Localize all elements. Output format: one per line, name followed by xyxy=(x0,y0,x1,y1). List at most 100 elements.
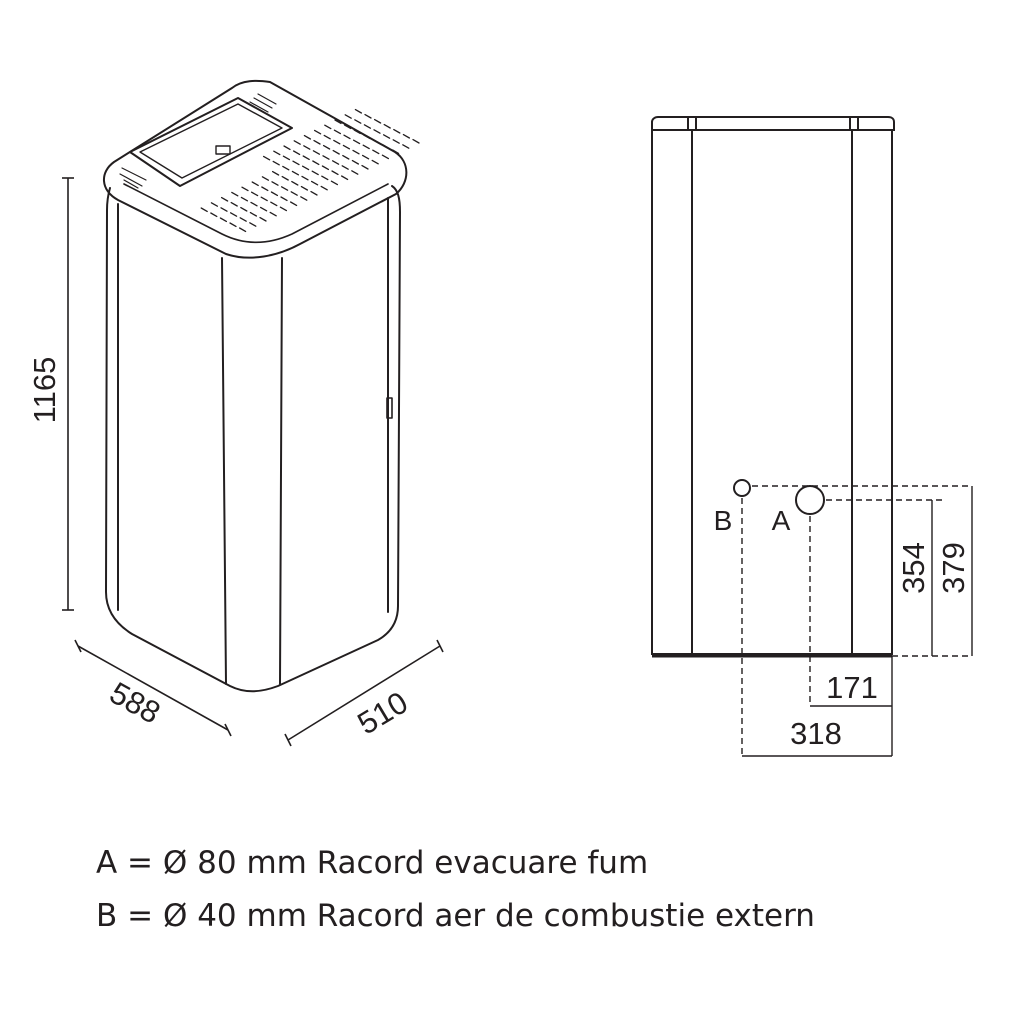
grille-slot xyxy=(240,206,248,212)
grille-slot xyxy=(210,202,219,207)
grille-slot xyxy=(290,191,298,196)
grille-slot xyxy=(371,159,379,165)
grille-slot xyxy=(312,150,321,155)
grille-slot xyxy=(210,212,218,218)
a-offset-dimension: 171 xyxy=(826,670,878,705)
top-vent-small xyxy=(249,93,277,113)
grille-slot xyxy=(239,217,247,222)
grille-slot xyxy=(343,134,351,140)
grille-slot xyxy=(351,159,360,165)
stove-body-outline xyxy=(105,185,401,693)
grille-slot xyxy=(322,144,331,150)
grille-slot xyxy=(261,176,270,181)
b-offset-dimension: 318 xyxy=(790,716,842,751)
top-vent-corner xyxy=(119,167,147,189)
grille-slot xyxy=(331,170,339,176)
isometric-view xyxy=(103,79,408,693)
grille-slot xyxy=(352,139,361,145)
depth-dimension: 588 xyxy=(104,675,166,731)
stove-top-outline xyxy=(103,79,408,259)
grille-slot xyxy=(259,216,267,222)
grille-slot xyxy=(280,186,289,191)
stove-top-rim xyxy=(123,183,389,244)
grille-slot xyxy=(382,134,391,139)
grille-slot xyxy=(343,124,352,130)
pellet-hopper-lid-inner xyxy=(139,103,283,179)
grille-slot xyxy=(362,144,370,150)
grille-slot xyxy=(219,217,228,223)
grille-slot xyxy=(300,196,308,201)
grille-slot xyxy=(241,186,249,192)
grille-slot xyxy=(364,113,372,119)
b-height-dimension: 379 xyxy=(936,542,971,594)
grille-slot xyxy=(261,186,269,192)
grille-slot xyxy=(220,207,228,212)
grille-slot xyxy=(391,149,400,155)
grille-slot xyxy=(250,201,258,207)
grille-slot xyxy=(354,108,363,114)
grille-slot xyxy=(230,201,238,207)
pellet-hopper-lid xyxy=(129,97,293,187)
grille-slot xyxy=(310,190,318,196)
grille-slot xyxy=(259,206,268,212)
top-air-grille xyxy=(200,108,420,233)
grille-slot xyxy=(351,170,359,175)
body-edge-mid-right xyxy=(279,257,283,685)
grille-slot xyxy=(271,181,279,186)
grille-slot xyxy=(281,175,289,181)
grille-slot xyxy=(342,154,350,160)
grille-slot xyxy=(383,123,391,129)
grille-slot xyxy=(262,155,271,161)
rear-top-cap xyxy=(651,116,895,131)
grille-slot xyxy=(293,140,301,145)
grille-slot xyxy=(292,150,301,156)
grille-slot xyxy=(323,134,331,140)
grille-slot xyxy=(302,155,310,161)
grille-slot xyxy=(283,145,291,151)
grille-slot xyxy=(272,160,280,166)
rear-body xyxy=(651,129,893,655)
grille-slot xyxy=(311,170,319,176)
iso-dimension-lines xyxy=(62,177,444,747)
grille-slot xyxy=(334,119,342,125)
grille-slot xyxy=(333,129,342,135)
grille-slot xyxy=(361,164,369,170)
rear-dimension-lines xyxy=(741,485,973,757)
grille-slot xyxy=(344,114,352,119)
legend-connection-b: B = Ø 40 mm Racord aer de combustie exte… xyxy=(96,898,815,934)
grille-slot xyxy=(303,134,312,140)
grille-slot xyxy=(301,165,310,171)
grille-slot xyxy=(301,175,309,181)
grille-slot xyxy=(393,128,401,134)
legend-connection-a: A = Ø 80 mm Racord evacuare fum xyxy=(96,845,649,881)
grille-slot xyxy=(341,165,349,170)
width-dimension: 510 xyxy=(351,685,413,742)
grille-slot xyxy=(332,149,340,155)
grille-slot xyxy=(291,170,300,176)
grille-slot xyxy=(352,149,360,155)
grille-slot xyxy=(412,138,420,144)
grille-slot xyxy=(330,180,339,186)
rear-view xyxy=(651,116,895,658)
grille-slot xyxy=(382,144,390,150)
grille-slot xyxy=(280,196,288,202)
grille-slot xyxy=(270,191,279,197)
connection-a-circle xyxy=(795,485,825,515)
connection-b-circle xyxy=(733,479,751,497)
grille-slot xyxy=(282,165,290,171)
grille-slot xyxy=(392,139,400,144)
grille-slot xyxy=(220,196,229,202)
grille-slot xyxy=(269,211,277,217)
grille-slot xyxy=(200,207,208,213)
grille-slot xyxy=(289,201,298,207)
grille-slot xyxy=(291,180,299,186)
grille-slot xyxy=(282,155,291,161)
grille-slot xyxy=(250,191,259,197)
depth-dim-line xyxy=(77,645,229,731)
grille-slot xyxy=(271,170,280,176)
connection-a-label: A xyxy=(772,505,791,536)
grille-slot xyxy=(372,149,380,155)
grille-slot xyxy=(361,154,370,160)
grille-slot xyxy=(251,181,259,187)
